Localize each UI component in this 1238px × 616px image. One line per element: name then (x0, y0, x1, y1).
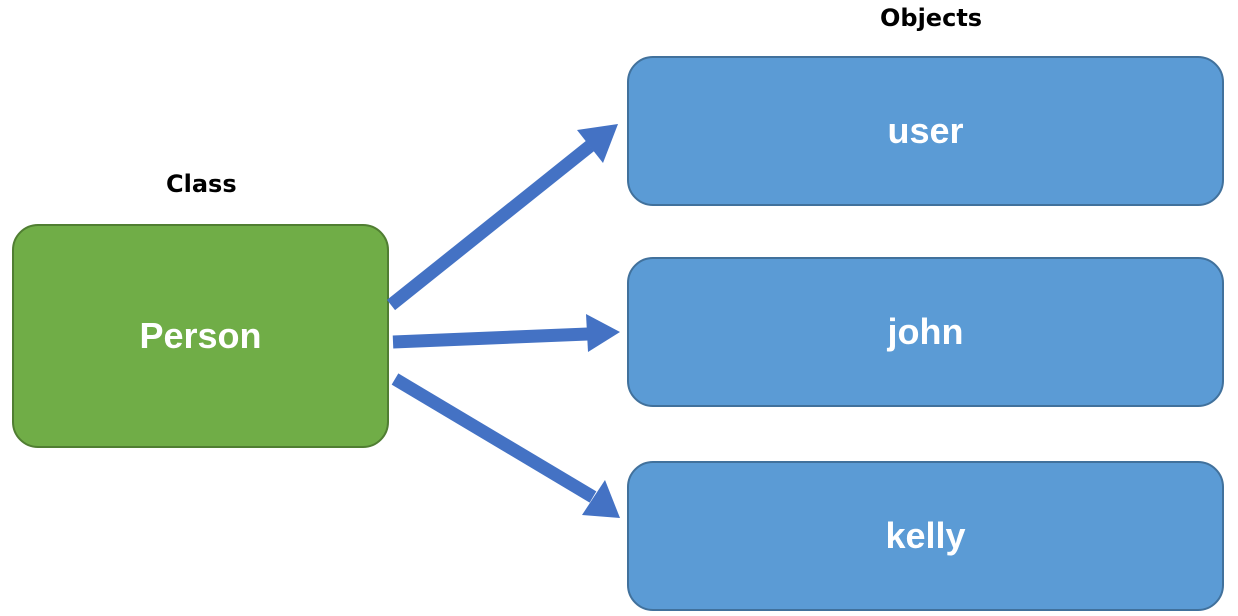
object-box-label: kelly (885, 515, 966, 556)
arrow-to-kelly (391, 373, 620, 518)
object-box-user: user (627, 56, 1224, 206)
object-box-kelly: kelly (627, 461, 1224, 611)
object-box-label: user (887, 110, 964, 151)
arrow-to-user (386, 124, 618, 311)
arrow-to-john (392, 314, 620, 352)
class-box-label: Person (139, 315, 262, 356)
objects-heading: Objects (880, 4, 983, 32)
object-box-label: john (887, 311, 964, 352)
class-box-person: Person (12, 224, 389, 448)
class-heading: Class (166, 170, 237, 198)
object-box-john: john (627, 257, 1224, 407)
